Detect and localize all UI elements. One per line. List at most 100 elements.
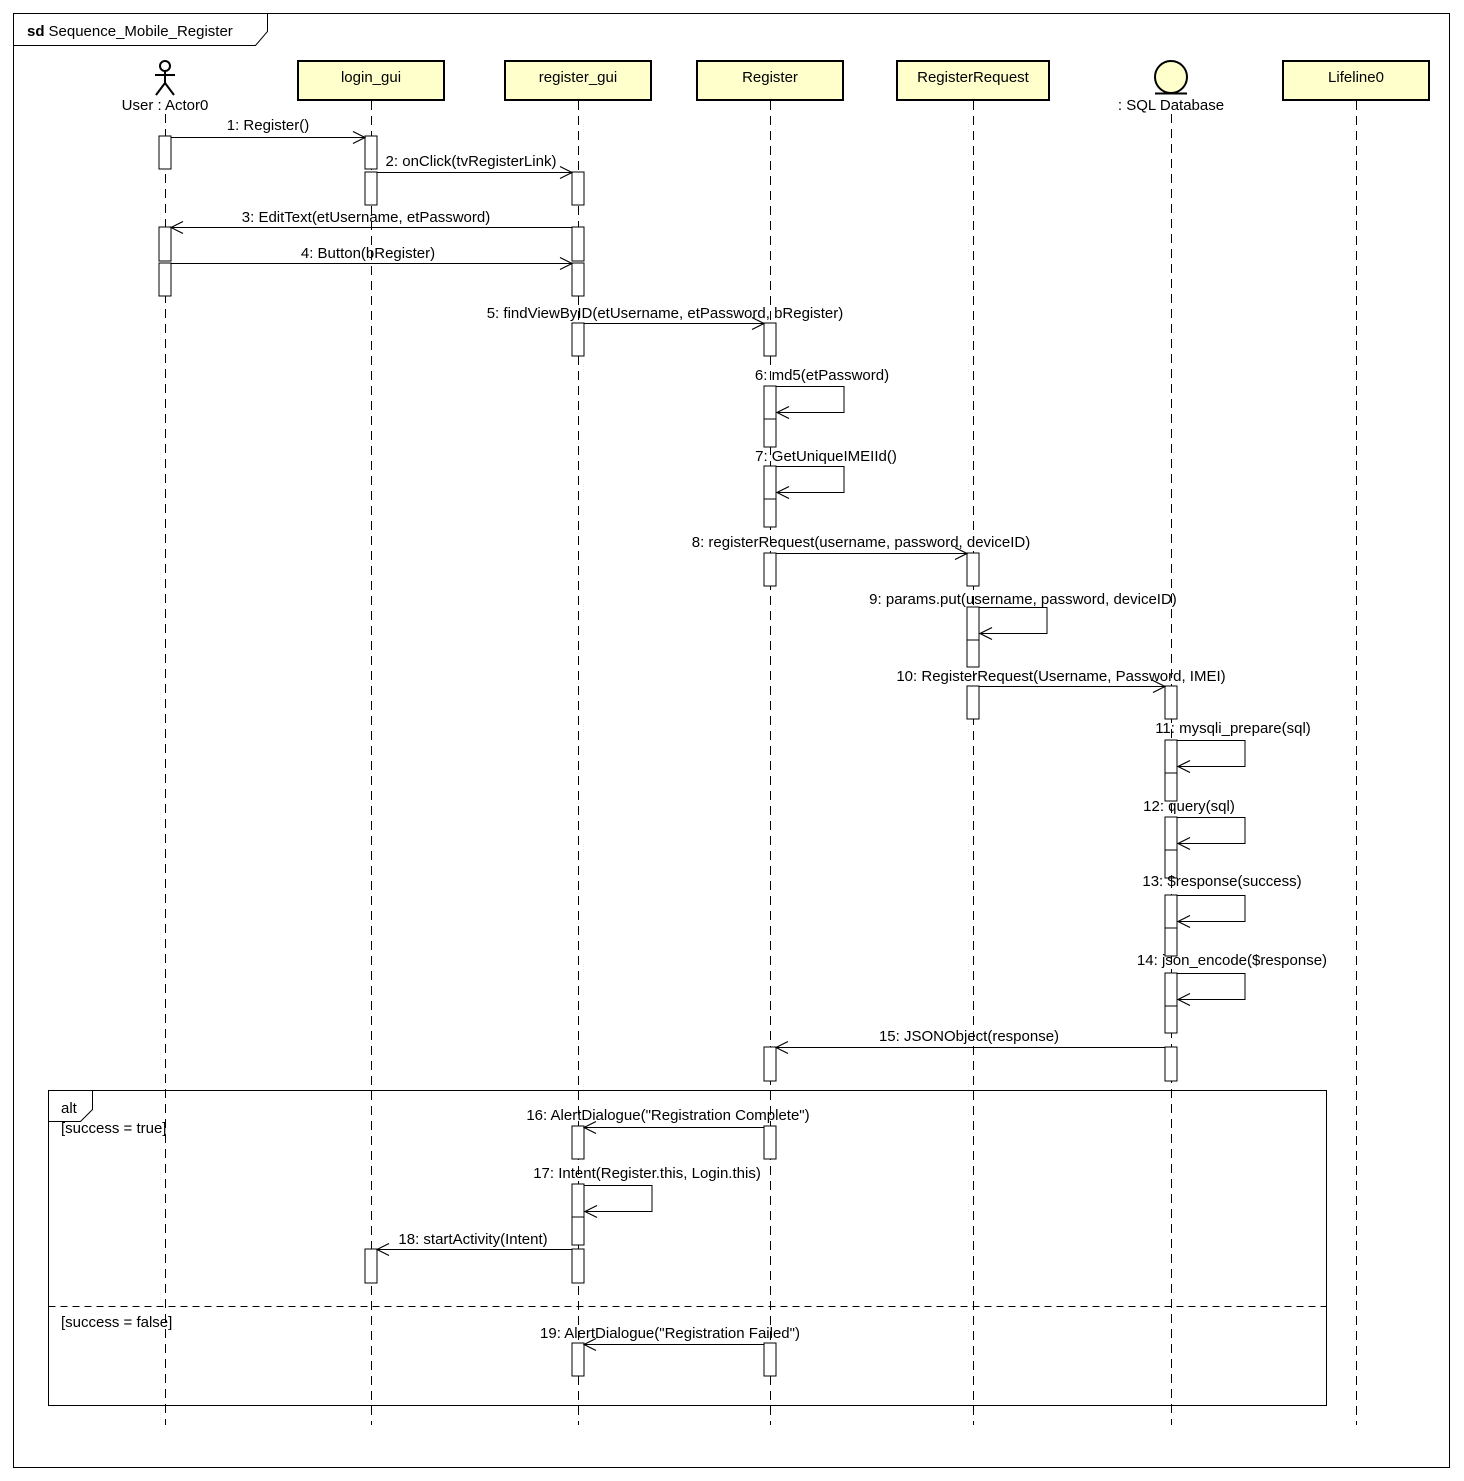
message-19[interactable]: 19: AlertDialogue("Registration Failed")	[540, 1325, 800, 1345]
activation-bar	[966, 606, 980, 641]
participant-box	[1282, 60, 1430, 101]
message-5[interactable]: 5: findViewByID(etUsername, etPassword, …	[487, 305, 844, 324]
alt-guard-success-true: [success = true]	[61, 1120, 166, 1137]
alt-operator-label: alt	[61, 1100, 78, 1117]
activation-bar	[763, 465, 777, 500]
activation-bar	[763, 322, 777, 357]
participant-login-gui[interactable]: login_gui	[297, 60, 445, 101]
alt-operator-tab	[48, 1090, 93, 1122]
activation-bar	[571, 262, 585, 297]
message-label: 6: md5(etPassword)	[755, 367, 889, 384]
activation-bar	[763, 1046, 777, 1082]
alt-fragment-frame	[48, 1090, 1327, 1406]
self-message-arrow	[1177, 817, 1246, 844]
message-label: 11: mysqli_prepare(sql)	[1155, 720, 1311, 737]
message-14[interactable]: 14: json_encode($response)	[1137, 952, 1327, 1000]
message-11[interactable]: 11: mysqli_prepare(sql)	[1155, 720, 1311, 767]
message-16[interactable]: 16: AlertDialogue("Registration Complete…	[526, 1107, 810, 1128]
activation-bar	[763, 418, 777, 448]
message-3[interactable]: 3: EditText(etUsername, etPassword)	[171, 209, 572, 228]
participant-label: : SQL Database	[1118, 97, 1224, 114]
activation-bar	[1164, 1005, 1178, 1034]
participant-lifeline0[interactable]: Lifeline0	[1282, 60, 1430, 101]
participant-sql-database[interactable]: : SQL Database	[1118, 60, 1224, 114]
alt-fragment: alt [success = true] [success = false]	[48, 1090, 1327, 1406]
self-message-arrow	[1177, 740, 1246, 767]
message-9[interactable]: 9: params.put(username, password, device…	[869, 591, 1177, 634]
self-message-arrow	[776, 386, 845, 413]
message-label: 10: RegisterRequest(Username, Password, …	[896, 668, 1225, 685]
participant-box	[896, 60, 1050, 101]
message-1[interactable]: 1: Register()	[171, 117, 365, 138]
activation-bar	[1164, 739, 1178, 774]
message-8[interactable]: 8: registerRequest(username, password, d…	[692, 534, 1030, 554]
self-message-arrow	[584, 1185, 653, 1212]
message-label: 16: AlertDialogue("Registration Complete…	[526, 1107, 809, 1124]
participant-register-gui[interactable]: register_gui	[504, 60, 652, 101]
activation-bar	[1164, 849, 1178, 879]
activation-bar	[158, 135, 172, 170]
participant-box	[504, 60, 652, 101]
entity-icon	[1154, 60, 1188, 94]
message-6[interactable]: 6: md5(etPassword)	[755, 367, 889, 413]
message-18[interactable]: 18: startActivity(Intent)	[377, 1231, 572, 1250]
message-7[interactable]: 7: GetUniqueIMEIId()	[755, 448, 897, 493]
message-label: 5: findViewByID(etUsername, etPassword, …	[487, 305, 844, 322]
participant-label: register_gui	[539, 69, 617, 86]
activation-bar	[158, 262, 172, 297]
message-label: 18: startActivity(Intent)	[398, 1231, 547, 1248]
activation-bar	[571, 171, 585, 206]
activation-bar	[1164, 894, 1178, 929]
message-label: 4: Button(bRegister)	[301, 245, 435, 262]
activation-bar	[364, 171, 378, 206]
message-10[interactable]: 10: RegisterRequest(Username, Password, …	[896, 668, 1226, 687]
activation-bar	[571, 1248, 585, 1284]
message-label: 9: params.put(username, password, device…	[869, 591, 1177, 608]
message-label: 19: AlertDialogue("Registration Failed")	[540, 1325, 800, 1342]
message-label: 8: registerRequest(username, password, d…	[692, 534, 1030, 551]
self-message-arrow	[979, 607, 1048, 634]
activation-bar	[1164, 772, 1178, 802]
activation-bar	[966, 685, 980, 720]
activation-bar	[1164, 816, 1178, 851]
activation-bar	[1164, 927, 1178, 957]
message-label: 12: query(sql)	[1143, 798, 1235, 815]
participant-box	[297, 60, 445, 101]
diagram-frame	[13, 13, 1450, 1468]
activation-bar	[571, 1342, 585, 1377]
message-label: 15: JSONObject(response)	[879, 1028, 1059, 1045]
self-message-arrow	[1177, 973, 1246, 1000]
participant-user[interactable]: User : Actor0	[122, 60, 209, 114]
message-4[interactable]: 4: Button(bRegister)	[171, 245, 572, 264]
participant-label: RegisterRequest	[917, 69, 1030, 86]
alt-guard-success-false: [success = false]	[61, 1314, 172, 1331]
self-message-arrow	[1177, 895, 1246, 922]
activation-bar	[571, 322, 585, 357]
participant-label: User : Actor0	[122, 97, 209, 114]
message-13[interactable]: 13: $response(success)	[1142, 873, 1302, 922]
participant-register-request[interactable]: RegisterRequest	[896, 60, 1050, 101]
message-label: 17: Intent(Register.this, Login.this)	[533, 1165, 761, 1182]
actor-icon	[159, 60, 171, 72]
activation-bar	[966, 552, 980, 587]
participant-box	[696, 60, 844, 101]
activation-bar	[158, 226, 172, 262]
message-12[interactable]: 12: query(sql)	[1143, 798, 1246, 844]
participant-label: Lifeline0	[1328, 69, 1384, 86]
activation-bar	[763, 498, 777, 528]
frame-name: Sequence_Mobile_Register	[49, 23, 233, 40]
frame-title-tab	[13, 13, 268, 46]
participant-register[interactable]: Register	[696, 60, 844, 101]
message-2[interactable]: 2: onClick(tvRegisterLink)	[377, 153, 572, 173]
activation-bar	[571, 1183, 585, 1218]
frame-keyword: sd	[27, 23, 45, 40]
message-label: 7: GetUniqueIMEIId()	[755, 448, 897, 465]
activation-bar	[364, 1248, 378, 1284]
message-15[interactable]: 15: JSONObject(response)	[776, 1028, 1165, 1048]
message-17[interactable]: 17: Intent(Register.this, Login.this)	[533, 1165, 761, 1212]
activation-bar	[763, 385, 777, 420]
self-message-arrow	[776, 466, 845, 493]
activation-bar	[763, 552, 777, 587]
participant-label: login_gui	[341, 69, 401, 86]
activation-bar	[571, 1125, 585, 1160]
